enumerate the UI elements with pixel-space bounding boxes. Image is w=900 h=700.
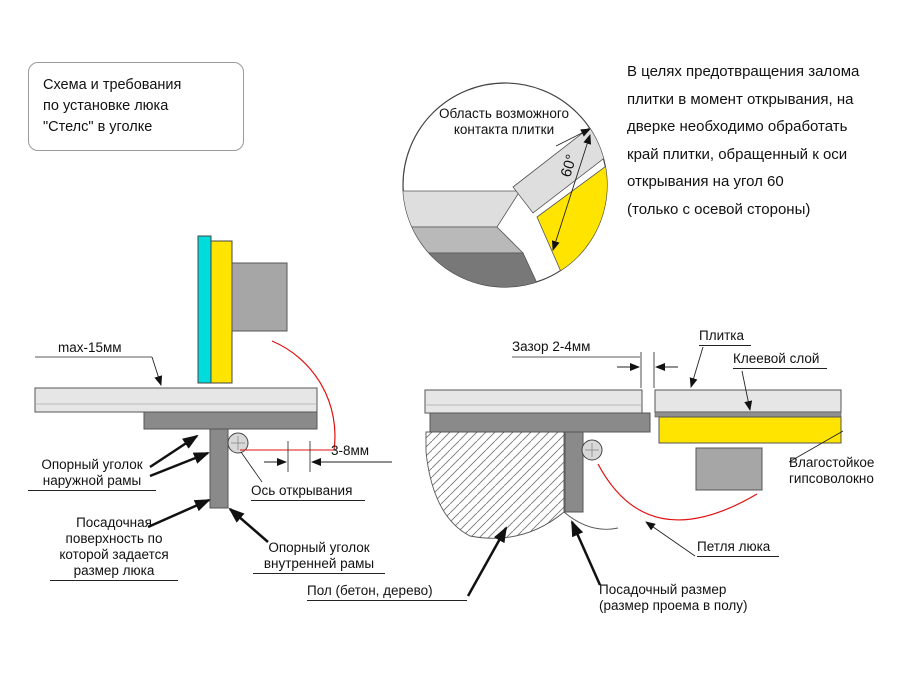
swing-arc: [271, 340, 336, 451]
instruction-note: В целях предотвращения залома плитки в м…: [627, 63, 860, 218]
detail-contact-label: Область возможного контакта плитки: [438, 106, 570, 137]
inner-angle-arrow: [228, 507, 269, 543]
door-frame-block-right: [695, 447, 763, 491]
right-section: [424, 346, 844, 597]
max-leader: [151, 356, 163, 386]
adhesive-layer: [654, 411, 842, 418]
axis-leader: [240, 451, 263, 483]
hinge-label: Петля люка: [697, 539, 779, 557]
outer-frame-angle: [143, 411, 318, 430]
door-tile-open: [197, 235, 212, 384]
seating-size-label: Посадочный размер (размер проема в полу): [599, 582, 748, 613]
seating-surface-arrow: [147, 498, 211, 529]
outer-angle-arrow-2: [149, 451, 210, 478]
inner-angle-label: Опорный уголок внутренней рамы: [253, 540, 385, 574]
floor-slab-right: [424, 389, 643, 414]
tile-label: Плитка: [699, 328, 751, 346]
door-gypsum-open: [210, 240, 233, 384]
hinge-label-leader: [645, 521, 696, 557]
title-box: Схема и требования по установке люка "Ст…: [28, 62, 244, 151]
outer-angle-arrow-1: [149, 434, 199, 469]
angle-value: 60°: [558, 153, 581, 180]
gypsum-label: Влагостойкое гипсоволокно: [789, 455, 875, 486]
floor-label-arrow: [466, 526, 508, 597]
detail-frame-angle: [403, 252, 544, 287]
floor-label: Пол (бетон, дерево): [307, 583, 467, 601]
inner-frame-vertical: [209, 428, 229, 509]
max-thickness-label: max-15мм: [58, 340, 122, 355]
adhesive-leader: [741, 370, 753, 411]
opening-axis-label: Ось открывания: [251, 483, 365, 501]
floor-slab: [34, 387, 318, 413]
swing-arc-right: [597, 463, 758, 521]
adhesive-label: Клеевой слой: [733, 351, 827, 369]
break-line-arc: [563, 511, 619, 530]
seating-surface-label: Посадочная поверхность по которой задает…: [50, 515, 178, 581]
door-frame-block: [231, 262, 288, 332]
left-section: [34, 235, 392, 543]
outer-angle-label: Опорный уголок наружной рамы: [28, 457, 156, 491]
gypsum-leader: [788, 430, 844, 463]
outer-frame-angle-right: [429, 412, 651, 433]
gap-label: Зазор 2-4мм: [512, 339, 591, 354]
detail-label-leader: [555, 128, 591, 147]
tile-leader: [689, 346, 704, 388]
axis-offset-label: 3-8мм: [331, 443, 370, 458]
gypsum-layer: [658, 416, 842, 444]
concrete-floor-hatch: [425, 431, 565, 539]
angle-dimension-line: [551, 134, 592, 251]
seating-size-arrow: [570, 520, 602, 586]
inner-frame-vertical-right: [564, 431, 584, 513]
